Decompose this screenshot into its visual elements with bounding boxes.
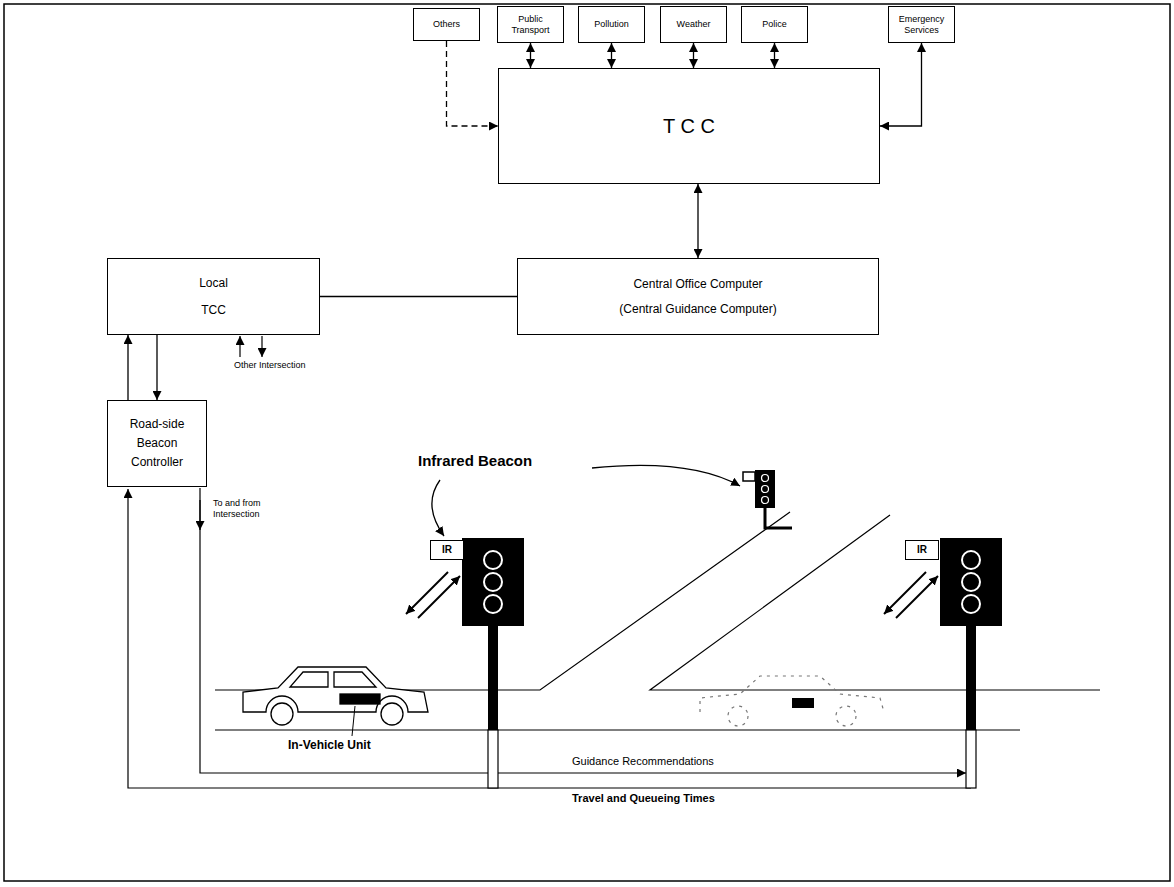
traffic-light [940,538,1002,788]
intersection-arrows [240,336,262,357]
car [243,667,428,736]
box-text: Weather [677,19,711,30]
ir-box: IR [905,540,939,560]
connector-arrow [127,335,128,400]
box-text: Others [433,19,460,30]
source-box: Police [741,6,808,43]
frame [4,4,1170,881]
connector-arrow [880,43,922,126]
annotation-label: Infrared Beacon [416,452,590,470]
road-lines [215,512,1100,730]
connector-arrow [530,43,531,68]
box-text: Road-side Beacon Controller [119,415,195,473]
connector-arrow [320,296,517,297]
annotation-label: To and from Intersection [211,498,281,520]
source-box: Pollution [578,6,645,43]
computer-box: Central Office Computer (Central Guidance… [517,258,879,335]
box-text: Police [762,19,787,30]
car [700,676,884,726]
connector-arrow [156,335,157,400]
traffic-light [462,538,524,788]
box-text: IR [442,544,452,556]
ir-box: IR [430,540,464,560]
controller-box: Road-side Beacon Controller [107,400,207,487]
box-text: Pollution [594,19,629,30]
pointer-arrows [432,465,740,536]
annotation-label: In-Vehicle Unit [286,738,420,752]
source-box: Others [413,8,480,41]
annotation-label: Guidance Recommendations [570,755,784,768]
source-box: Emergency Services [888,6,955,43]
box-text: Emergency Services [892,14,951,36]
annotation-label: Travel and Queueing Times [570,792,804,805]
beacon-wires [128,488,971,788]
box-text: Local TCC [199,270,228,323]
source-box: Weather [660,6,727,43]
connector-arrow [697,184,698,258]
box-text: Central Office Computer [633,277,762,291]
box-text: (Central Guidance Computer) [619,302,776,316]
infrared-beam [406,572,938,618]
in-vehicle-unit [340,694,380,704]
traffic-light [743,470,792,528]
connector-arrow [693,43,694,68]
control-centre-box: Local TCC [107,258,320,335]
annotation-label: Other Intersection [232,360,314,371]
box-text: T C C [663,114,715,138]
source-box: Public Transport [497,6,564,43]
control-centre-box: T C C [498,68,880,184]
box-text: IR [917,544,927,556]
box-text: Public Transport [501,14,560,36]
connector-arrow [611,43,612,68]
connector-arrow [774,43,775,68]
in-vehicle-unit [792,698,814,708]
connector-arrow [447,41,499,126]
